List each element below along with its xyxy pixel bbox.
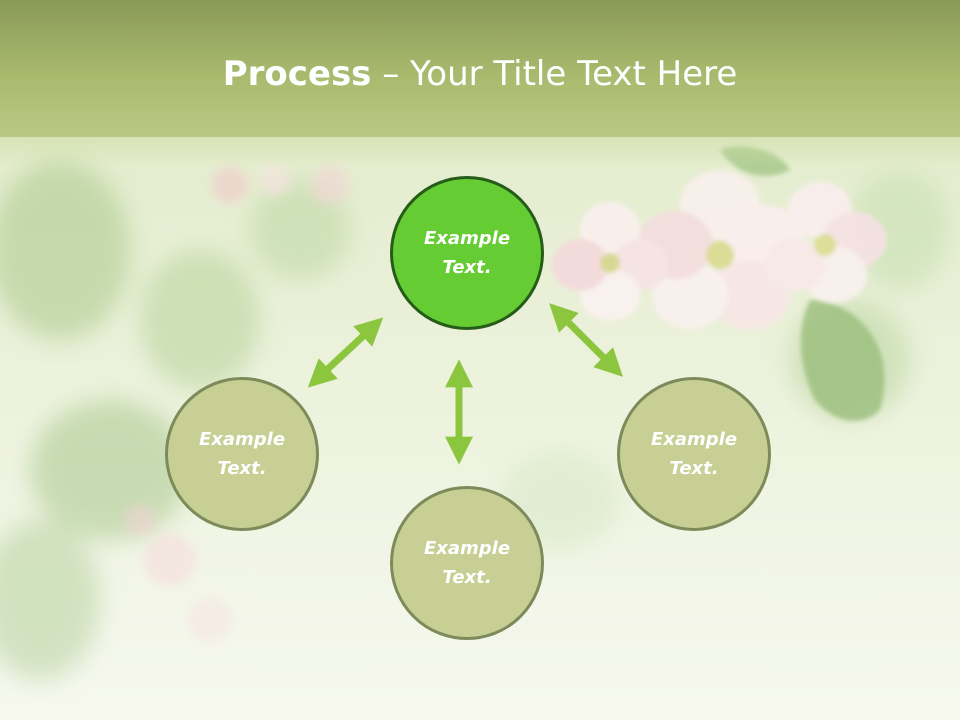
arrow-center-left	[307, 317, 384, 388]
process-node-bottom[interactable]: Example Text.	[390, 486, 544, 640]
process-node-bottom-label: Example Text.	[423, 538, 511, 588]
title-banner-fade	[0, 137, 960, 167]
slide-title-bold: Process	[222, 54, 372, 94]
process-node-center[interactable]: Example Text.	[390, 176, 544, 330]
process-node-left-label: Example Text.	[198, 429, 286, 479]
process-node-center-label: Example Text.	[423, 228, 511, 278]
slide-title[interactable]: Process – Your Title Text Here	[0, 52, 960, 96]
title-banner	[0, 0, 960, 137]
process-node-right-label: Example Text.	[650, 429, 738, 479]
arrow-center-right	[549, 303, 623, 377]
slide-title-rest: – Your Title Text Here	[371, 54, 738, 94]
process-node-left[interactable]: Example Text.	[165, 377, 319, 531]
process-node-right[interactable]: Example Text.	[617, 377, 771, 531]
